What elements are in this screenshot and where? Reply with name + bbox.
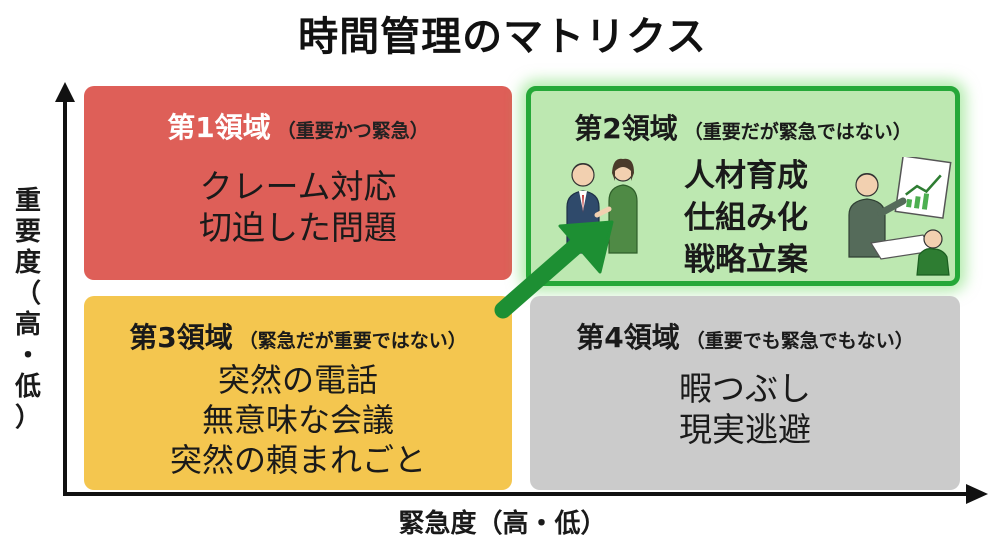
x-axis-line bbox=[63, 492, 968, 496]
quadrant-3-heading: 第3領域（緊急だが重要ではない） bbox=[84, 316, 512, 356]
y-axis-arrowhead bbox=[55, 82, 75, 102]
quadrant-2-name: 第2領域 bbox=[574, 112, 678, 145]
quadrant-2-items: 人材育成 仕組み化 戦略立案 bbox=[681, 155, 811, 281]
quadrant-4-name: 第4領域 bbox=[576, 321, 680, 354]
quadrant-2-item: 人材育成 bbox=[684, 158, 808, 194]
quadrant-4: 第4領域（重要でも緊急でもない） 暇つぶし 現実逃避 bbox=[530, 296, 960, 490]
page-title: 時間管理のマトリクス bbox=[298, 14, 707, 60]
quadrant-2-subtitle: （重要だが緊急ではない） bbox=[683, 121, 912, 143]
quadrant-3-item: 突然の電話 bbox=[217, 361, 378, 399]
quadrant-3-item: 無意味な会議 bbox=[201, 401, 394, 439]
quadrant-1-item: クレーム対応 bbox=[199, 167, 397, 206]
quadrant-1-items: クレーム対応 切迫した問題 bbox=[84, 166, 512, 248]
quadrant-4-item: 暇つぶし bbox=[679, 369, 811, 408]
quadrant-2-item: 仕組み化 bbox=[684, 200, 808, 236]
quadrant-1-subtitle: （重要かつ緊急） bbox=[276, 120, 429, 142]
quadrant-4-subtitle: （重要でも緊急でもない） bbox=[685, 330, 914, 352]
quadrant-3-name: 第3領域 bbox=[129, 321, 233, 354]
presentation-meeting-icon bbox=[848, 157, 952, 276]
x-axis-label: 緊急度（高・低） bbox=[398, 509, 607, 539]
quadrant-1-item: 切迫した問題 bbox=[199, 208, 397, 247]
quadrant-3-items: 突然の電話 無意味な会議 突然の頼まれごと bbox=[84, 360, 512, 480]
quadrant-2: 第2領域（重要だが緊急ではない） 人材育成 仕組み化 戦略立案 bbox=[526, 86, 960, 286]
quadrant-4-heading: 第4領域（重要でも緊急でもない） bbox=[530, 316, 960, 356]
quadrant-4-items: 暇つぶし 現実逃避 bbox=[530, 368, 960, 450]
quadrant-3-subtitle: （緊急だが重要ではない） bbox=[238, 330, 467, 352]
quadrant-1-name: 第1領域 bbox=[167, 111, 271, 144]
quadrant-3: 第3領域（緊急だが重要ではない） 突然の電話 無意味な会議 突然の頼まれごと bbox=[84, 296, 512, 490]
quadrant-1: 第1領域（重要かつ緊急） クレーム対応 切迫した問題 bbox=[84, 86, 512, 280]
y-axis-label: 重 要 度 （ 高 ・ 低 ） bbox=[14, 186, 41, 433]
x-axis-arrowhead bbox=[966, 484, 988, 504]
quadrant-4-item: 現実逃避 bbox=[679, 410, 811, 449]
y-axis-line bbox=[63, 96, 67, 494]
quadrant-2-item: 戦略立案 bbox=[684, 242, 808, 278]
quadrant-1-heading: 第1領域（重要かつ緊急） bbox=[84, 106, 512, 146]
quadrant-3-item: 突然の頼まれごと bbox=[169, 441, 426, 479]
quadrant-2-heading: 第2領域（重要だが緊急ではない） bbox=[531, 107, 955, 147]
